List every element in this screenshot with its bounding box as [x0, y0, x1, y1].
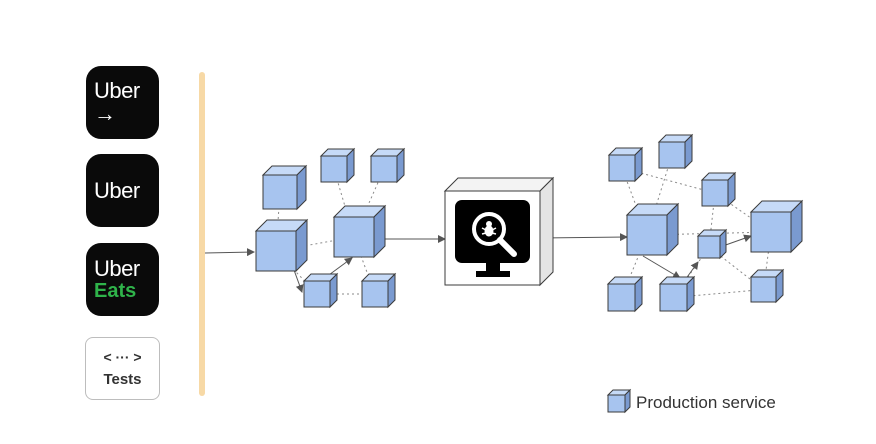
service-cube-b6 [749, 199, 804, 254]
service-cube-a2 [319, 147, 356, 184]
service-cube-b5 [696, 228, 728, 260]
service-cube-a1 [261, 164, 308, 211]
arrow-right-icon: → [94, 100, 116, 126]
service-cube-a4 [254, 218, 309, 273]
service-cube-a6 [302, 272, 339, 309]
service-cube-b9 [749, 268, 785, 304]
flow-arrow [539, 233, 628, 242]
legend-label: Production service [636, 393, 776, 412]
flow-arrow [204, 248, 255, 257]
service-cube-b8 [658, 275, 696, 313]
code-brackets-icon: < ··· > [103, 349, 142, 365]
service-cube-b3 [700, 171, 737, 208]
service-cube-b2 [657, 133, 694, 170]
service-cube-b4 [625, 202, 680, 257]
uber-eats-app-icon: Uber Eats [86, 243, 159, 316]
service-cube-b7 [606, 275, 644, 313]
tests-label: Tests [103, 371, 142, 388]
uber-rider-app-icon: Uber → [86, 66, 159, 139]
divider-bar [199, 72, 205, 396]
bug-search-monitor-icon [455, 200, 530, 277]
flow-arrow [293, 269, 304, 293]
tests-icon: < ··· > Tests [85, 337, 160, 400]
service-cube-a7 [360, 272, 397, 309]
legend-cube-icon [606, 388, 632, 414]
uber-driver-app-icon: Uber [86, 154, 159, 227]
service-cube-b1 [607, 146, 644, 183]
flow-arrow [642, 255, 681, 279]
service-cube-a5 [332, 204, 387, 259]
service-cube-a3 [369, 147, 406, 184]
dotted-link [646, 154, 673, 236]
debugger-box [443, 176, 555, 287]
